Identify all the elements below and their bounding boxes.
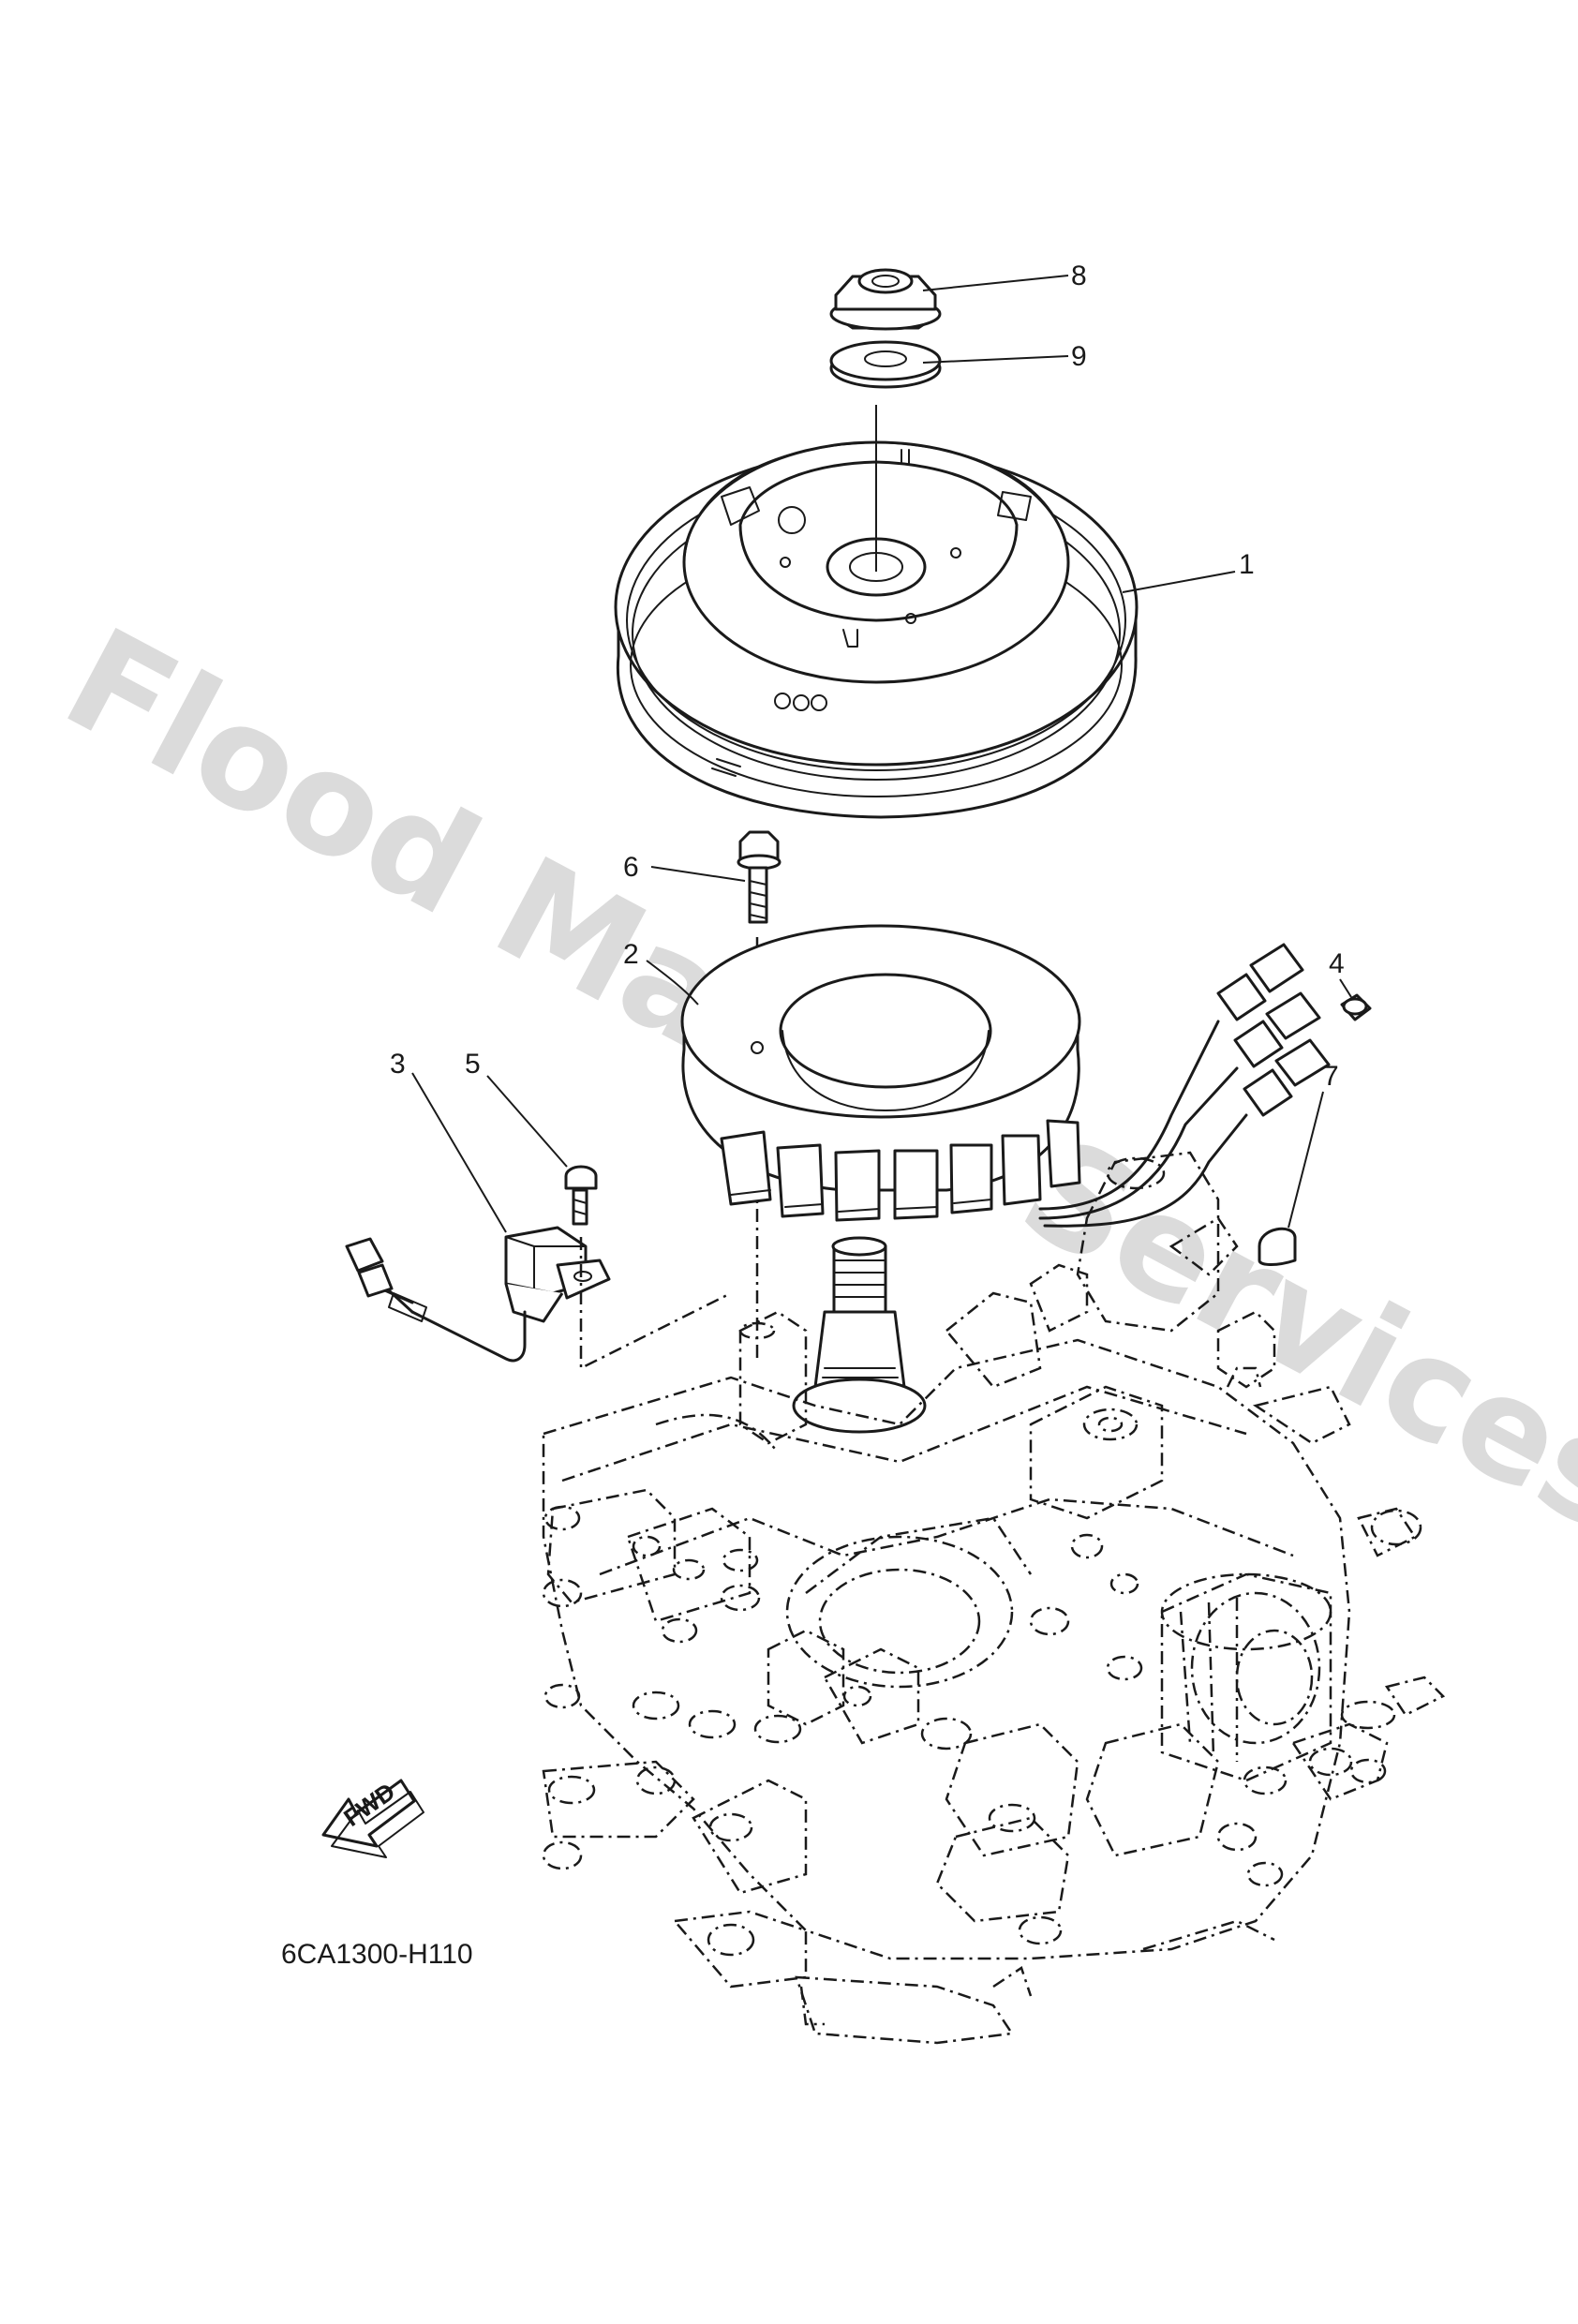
diagram-code: 6CA1300-H110	[281, 1939, 473, 1970]
callout-2: 2	[623, 939, 639, 970]
leader-7	[1288, 1091, 1324, 1229]
callout-8: 8	[1071, 261, 1087, 291]
leader-6	[650, 866, 746, 882]
part-8-nut	[829, 268, 942, 331]
callout-4: 4	[1329, 948, 1345, 979]
leader-3	[411, 1072, 507, 1233]
leader-5	[486, 1075, 568, 1168]
leader-4	[1339, 978, 1352, 998]
part-7-key	[1258, 1227, 1297, 1266]
callout-6: 6	[623, 852, 639, 883]
callout-1: 1	[1239, 549, 1255, 580]
callout-7: 7	[1323, 1061, 1339, 1092]
callout-3: 3	[390, 1049, 406, 1080]
part-6-bolt	[737, 830, 782, 924]
part-2-stator	[680, 924, 1331, 1228]
engine-crankcase	[542, 1151, 1446, 2045]
leader-9	[922, 355, 1069, 364]
fwd-arrow-icon: FWD	[321, 1777, 424, 1858]
part-3-pulser-coil	[345, 1226, 611, 1363]
part-9-washer	[829, 340, 942, 389]
callout-9: 9	[1071, 341, 1087, 372]
leader-8	[922, 275, 1069, 291]
part-4-screw	[1340, 993, 1372, 1021]
leader-1	[1122, 571, 1236, 593]
part-5-screw	[564, 1165, 598, 1226]
leader-2	[646, 960, 699, 1006]
callout-5: 5	[465, 1049, 481, 1080]
